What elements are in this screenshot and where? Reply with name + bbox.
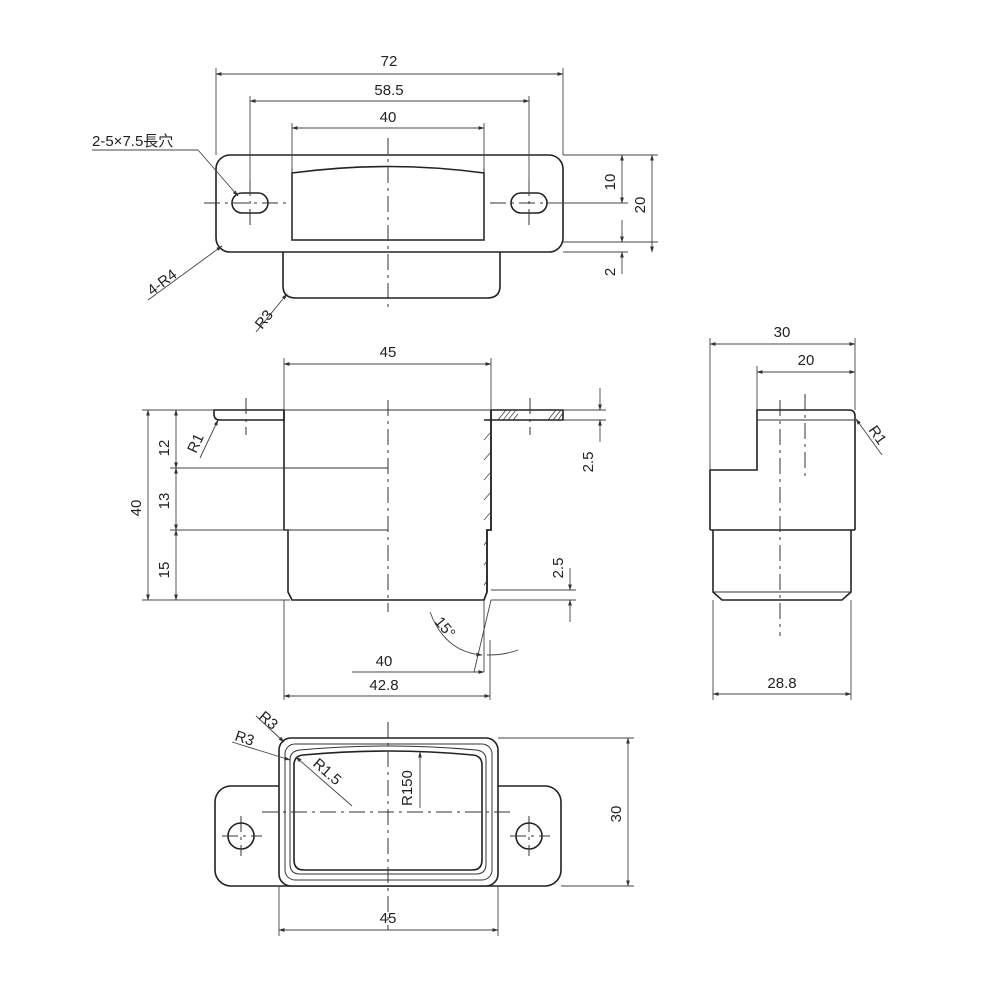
side-top-outline (709, 409, 856, 530)
dim-bottom-depth: 30 (608, 806, 625, 823)
dim-height-total: 40 (128, 500, 145, 517)
side-view: 30 20 R1 28.8 (709, 324, 890, 700)
dim-bottom-inner: 40 (376, 653, 393, 670)
dim-front-body-width: 45 (380, 344, 397, 361)
dim-side-top-overall: 30 (774, 324, 791, 341)
note-slots: 2-5×7.5長穴 (92, 133, 173, 150)
dim-side-bottom-width: 28.8 (767, 675, 796, 692)
dim-slot-center: 10 (602, 174, 619, 191)
dim-hole-pitch: 58.5 (374, 82, 403, 99)
top-body-outline (282, 252, 501, 299)
bottom-view: R3 R3 R1.5 R150 30 45 (214, 708, 634, 936)
note-bottom-outer-radius: R3 (255, 708, 281, 733)
note-corner-radius: 4-R4 (144, 266, 180, 299)
dim-bottom-outer: 42.8 (369, 677, 398, 694)
front-left-flange (213, 409, 285, 421)
bottom-opening-outline (293, 750, 483, 871)
front-view: 45 40 12 13 15 R1 2.5 2.5 15° (128, 344, 606, 700)
note-side-edge-radius: R1 (865, 423, 890, 448)
dim-flange-thickness: 2.5 (580, 452, 597, 473)
dim-side-top-flange: 20 (798, 352, 815, 369)
note-bottom-inner-radius: R3 (233, 728, 257, 750)
dim-seg-bottom: 15 (156, 562, 173, 579)
dim-wall-thickness: 2.5 (550, 558, 567, 579)
dim-flange-height: 20 (632, 197, 649, 214)
dim-step: 2 (602, 268, 619, 276)
dim-seg-top: 12 (156, 440, 173, 457)
dim-seg-mid: 13 (156, 493, 173, 510)
note-flange-radius: R1 (184, 431, 208, 456)
note-bottom-large-radius: R150 (399, 770, 416, 806)
side-bottom-outline (712, 530, 852, 601)
top-view: 72 58.5 40 2-5×7.5長穴 4-R4 R3 10 20 2 (92, 53, 658, 332)
dim-overall-width: 72 (381, 53, 398, 70)
dim-bottom-body-width: 45 (380, 910, 397, 927)
note-taper-angle: 15° (431, 614, 459, 642)
dim-opening-width: 40 (380, 109, 397, 126)
